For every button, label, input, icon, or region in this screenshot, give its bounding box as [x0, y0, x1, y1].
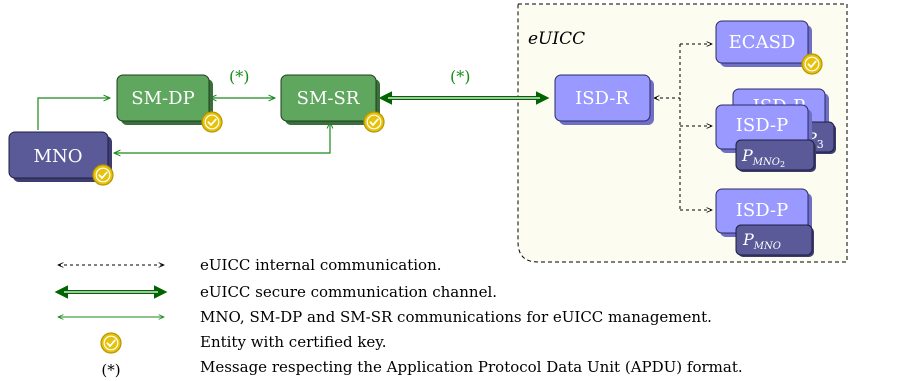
smsr-to-mno-link: [114, 122, 330, 153]
isdr-node: ISD-R: [554, 74, 654, 125]
legend-internal-text: eUICC internal communication.: [200, 256, 442, 274]
legend-secure-text: eUICC secure communication channel.: [200, 283, 497, 301]
smdp-node: SM-DP: [116, 74, 223, 133]
isdp-2-label: ISD-P: [736, 115, 788, 136]
legend-certified-badge-icon: [100, 332, 122, 354]
euicc-title: eUICC: [528, 29, 585, 49]
ecasd-label: ECASD: [729, 32, 796, 53]
isdp-1-label: ISD-P: [736, 200, 788, 221]
isdr-label: ISD-R: [575, 88, 629, 109]
isdp-node-2: ISD-P PMNO2: [715, 104, 816, 172]
isdp-node-1: ISD-P PMNO: [715, 188, 814, 257]
legend-apdu-text: Message respecting the Application Proto…: [200, 358, 743, 376]
smdp-label: SM-DP: [131, 88, 194, 109]
isdp-2-tag-letter: P: [741, 146, 753, 165]
mno-node: MNO: [8, 131, 114, 186]
isdp-2-tag: PMNO2: [741, 146, 785, 169]
apdu-mark-smdp-smsr: (*): [229, 67, 249, 86]
ecasd-node: ECASD: [715, 20, 823, 75]
isdp-1-tag-sub: MNO: [753, 241, 781, 252]
certified-key-badge-icon: [201, 111, 223, 133]
isdp-3-tag-sub: 3: [817, 138, 824, 151]
legend-apdu-symbol: (*): [101, 361, 120, 379]
smsr-label: SM-SR: [297, 88, 360, 109]
isdp-1-tag: PMNO: [742, 230, 781, 252]
smsr-node: SM-SR: [280, 74, 385, 133]
mno-label: MNO: [34, 146, 83, 167]
legend-mgmt-text: MNO, SM-DP and SM-SR communications for …: [200, 308, 712, 326]
mno-to-smdp-link: [37, 98, 110, 130]
apdu-mark-secure: (*): [450, 67, 470, 86]
isdp-2-tag-subsub: 2: [780, 160, 785, 169]
legend-certified-text: Entity with certified key.: [200, 333, 387, 351]
isdp-1-tag-letter: P: [742, 230, 754, 249]
legend: eUICC internal communication. eUICC secu…: [54, 256, 743, 379]
certified-key-badge-icon: [92, 164, 114, 186]
isdp-2-tag-sub: MNO: [752, 157, 780, 168]
certified-key-badge-icon: [363, 111, 385, 133]
certified-key-badge-icon: [801, 53, 823, 75]
